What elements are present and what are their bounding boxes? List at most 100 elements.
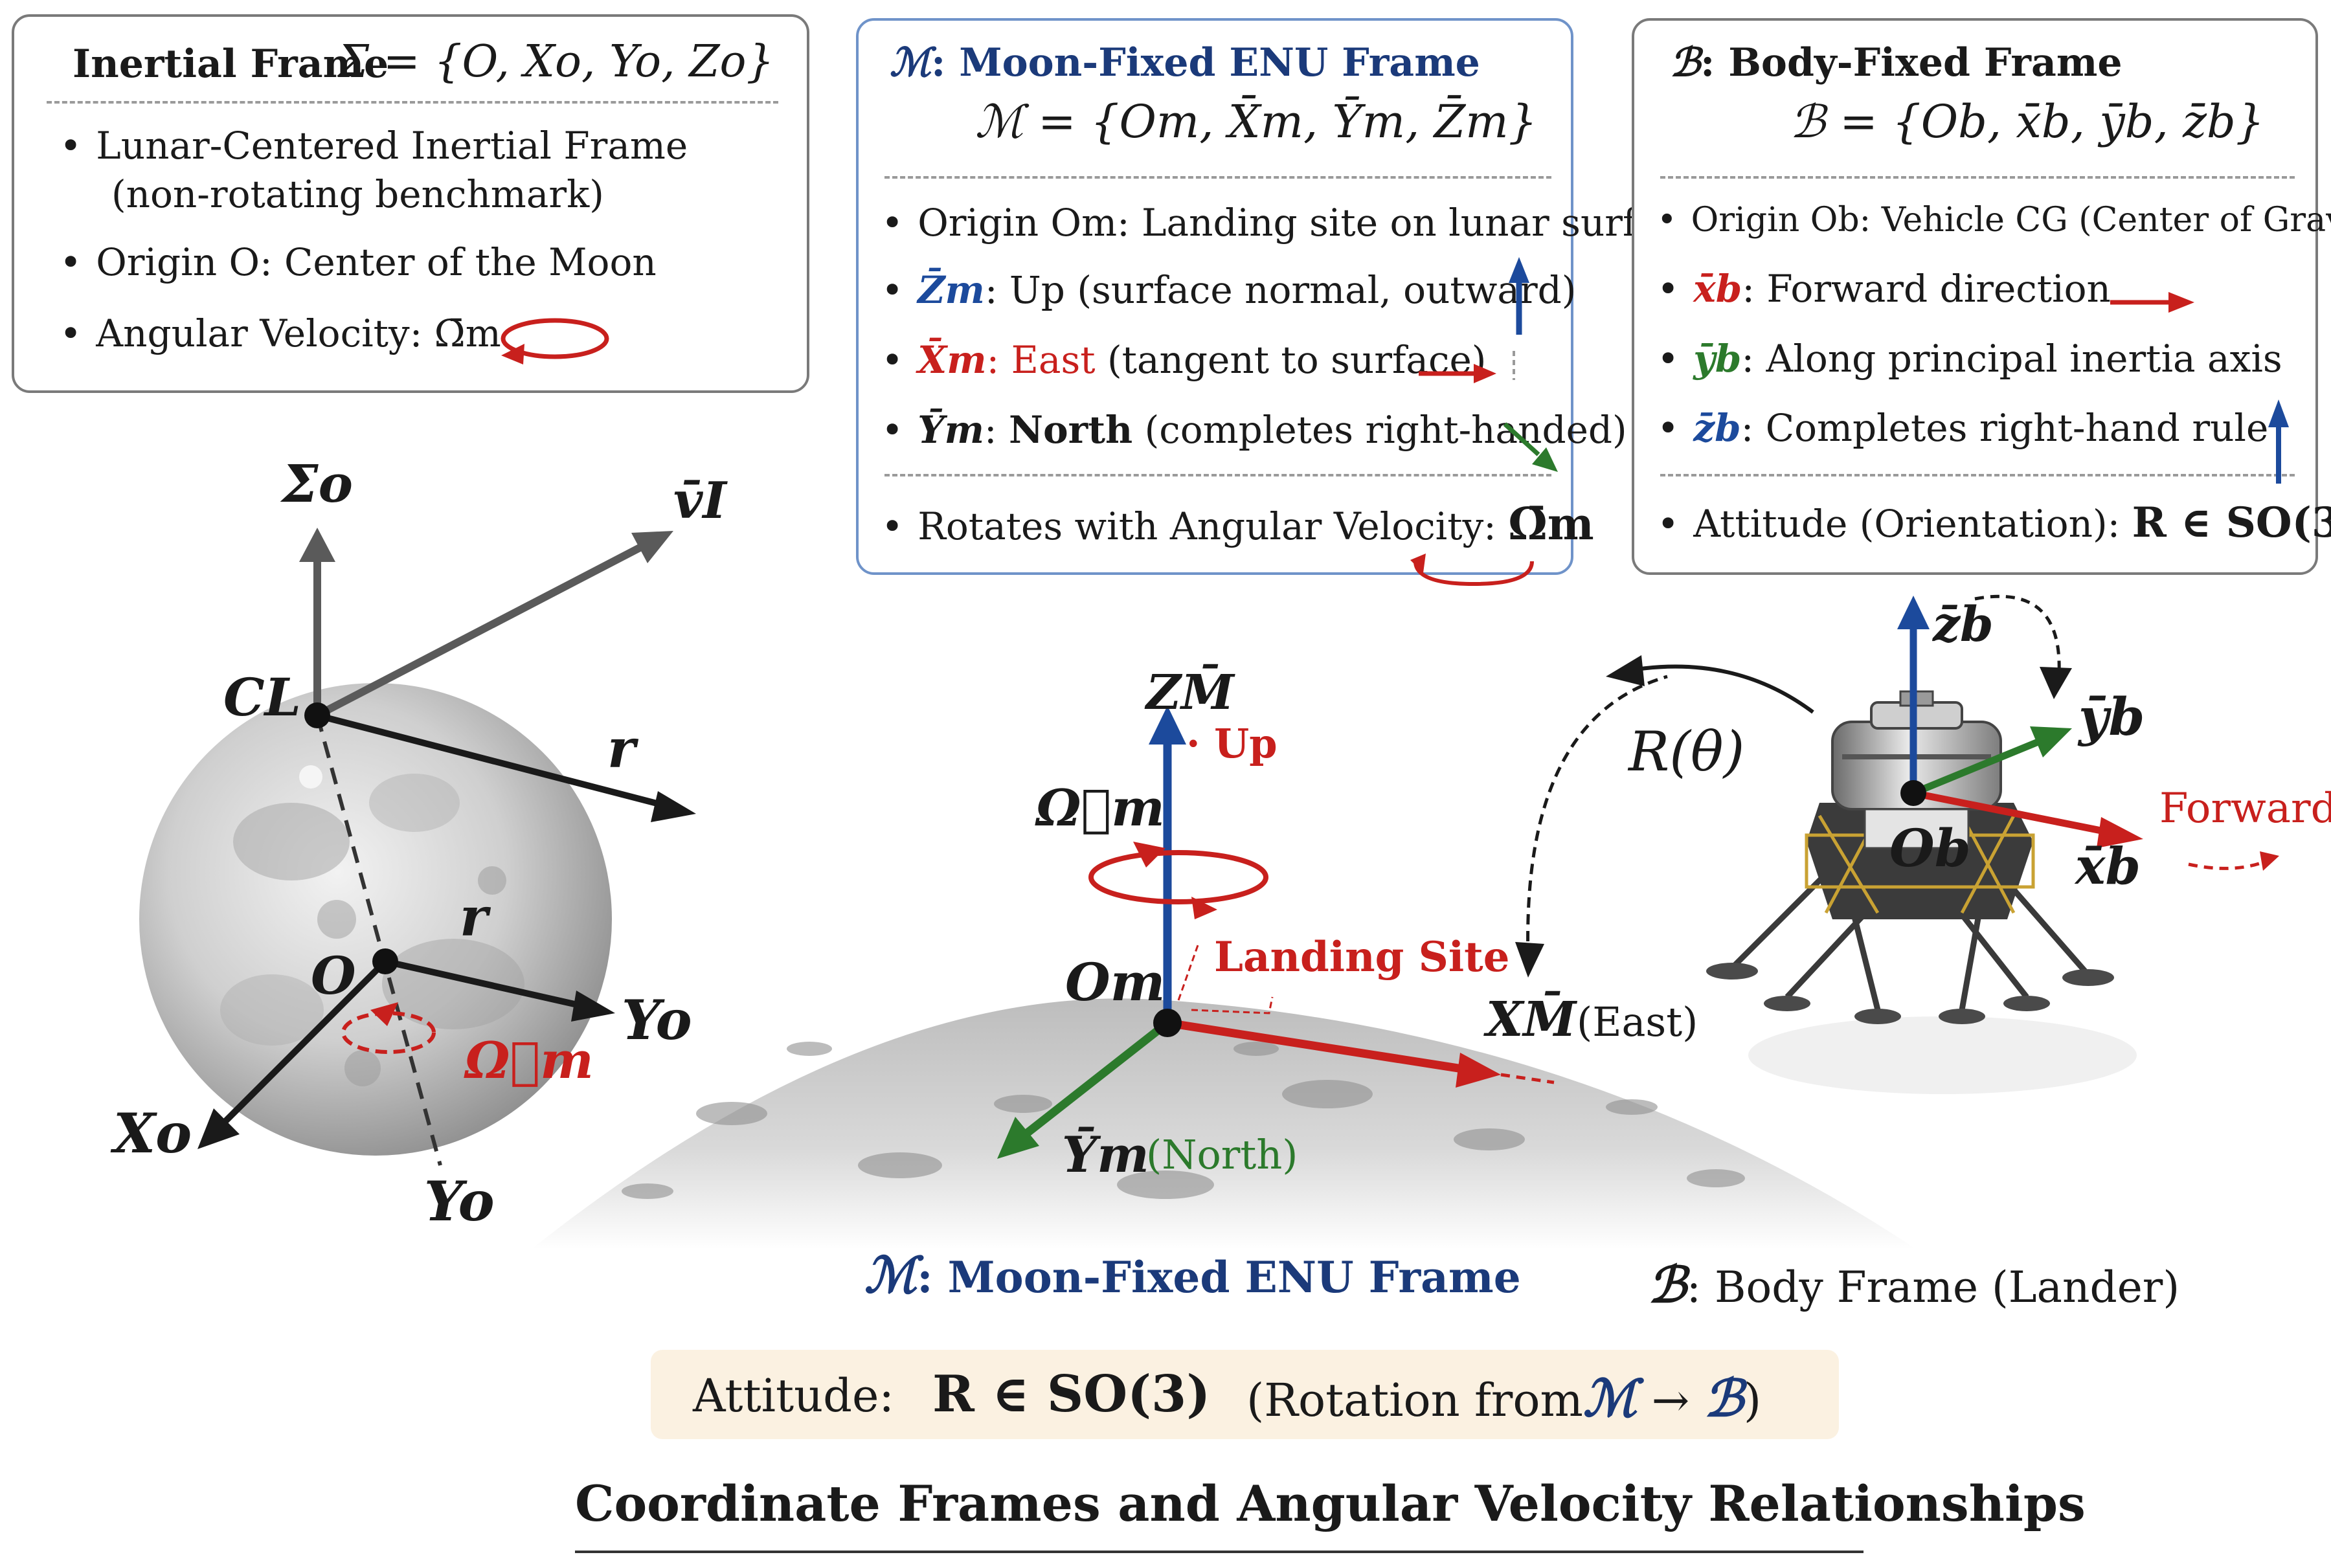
moon-sphere [139,683,612,1156]
x-axis-east [1166,1018,1468,1074]
rotation-curve-arrowhead [1606,655,1645,686]
inertial-frame-formula: Σ = {O, Xo, Yo, Zo} [338,36,774,87]
north-arrow-icon [1503,422,1558,472]
omega-rotation-ellipse [1088,850,1268,904]
figure-title: Coordinate Frames and Angular Velocity R… [575,1475,2086,1532]
omega-rotation-arrowhead [370,1002,398,1026]
moon-frame-caption: ℳ: Moon-Fixed ENU Frame [864,1246,1521,1304]
separator [1660,176,2295,179]
r-label-upper: r [607,718,639,780]
up-arrow-icon [2268,399,2289,484]
bullet-item: (non-rotating benchmark) [111,172,604,216]
lunar-surface [531,998,1917,1249]
up-arrow-icon [1509,257,1529,335]
inertial-frame-title: Inertial Frame [73,41,389,87]
east-arrow-icon [1419,351,1515,383]
bullet-z-up: •Z̄m: Up (surface normal, outward) [881,268,1577,312]
moon-frame-title: ℳ: Moon-Fixed ENU Frame [890,40,1480,85]
x-axis-arrowhead [1456,1053,1501,1088]
bullet-origin: •Origin Ob: Vehicle CG (Center of Gravit… [1657,201,2331,240]
origin-point [372,948,398,974]
inertial-frame-panel: Inertial Frame Σ = {O, Xo, Yo, Zo} •Luna… [12,14,809,393]
velocity-axis-arrowhead [631,531,673,563]
bullet-xb-forward: •x̄b: Forward direction [1657,267,2111,311]
yo-label-bottom: Yo [424,1169,495,1233]
body-fixed-frame-panel: ℬ: Body-Fixed Frame ℬ = {Ob, x̄b, ȳb, z̄… [1632,18,2331,575]
bullet-item: •Lunar-Centered Inertial Frame [60,124,688,168]
attitude-label: Attitude: [693,1369,895,1422]
bullet-item: •Origin O: Center of the Moon [60,240,657,284]
bullet-attitude: •Attitude (Orientation): R ∈ SO(3) [1657,498,2331,547]
rotation-arrow-icon [501,318,609,364]
body-frame-formula: ℬ = {Ob, x̄b, ȳb, z̄b} [1790,95,2265,148]
sigma-axis-arrowhead [299,528,335,562]
om-label: Om [1065,952,1165,1013]
origin-label: O [311,945,356,1006]
bullet-y-north: •Ȳm: North (completes right-handed) [881,408,1627,452]
forward-arrow-icon [2110,292,2194,313]
velocity-axis [315,543,643,719]
xo-label: Xo [110,1101,192,1165]
rotation-arrow-icon [1410,554,1534,587]
yo-axis-right [384,958,587,1010]
forward-dashed-arrow [2188,859,2267,870]
forward-label: Forward [2159,785,2331,833]
z-axis-label: ZM̄ [1144,664,1235,721]
omega-rotation-ellipse [341,1011,436,1054]
y-axis-north [1020,1019,1171,1140]
rotation-curve-arrowhead [1515,942,1544,978]
figure-title-underline [575,1551,1864,1553]
cl-point [304,702,330,728]
polar-axis-dashed [315,715,442,1166]
forward-dashed-arrowhead [2260,851,2279,871]
moon-fixed-frame-panel: ℳ: Moon-Fixed ENU Frame ℳ = {Om, X̄m, Ȳm… [856,18,1702,587]
lander-vehicle [1706,690,2137,1094]
attitude-box [651,1350,1839,1439]
x-axis-label: XM̄ [1483,991,1577,1047]
omega-rotation-arrowhead [1133,842,1166,868]
yo-label-right: Yo [622,988,692,1052]
zb-label: z̄b [1931,597,1994,653]
bullet-item: •Angular Velocity: Ω̄m [60,311,501,355]
ob-label: Ob [1889,818,1971,879]
y-axis-arrowhead [997,1117,1039,1159]
bullet-rotation: •Rotates with Angular Velocity: Ω̄m [881,498,1594,550]
separator [1660,474,2295,476]
zb-rotation-arrowhead [2040,667,2072,699]
attitude-note: (Rotation fromℳ → ℬ) [1246,1369,1762,1428]
yo-axis-right-arrowhead [571,991,615,1022]
x-axis-dashed-extension [1500,1073,1555,1084]
xb-axis [1912,789,2109,836]
yb-label: ȳb [2077,686,2145,747]
rotation-curve [1631,664,1814,714]
separator [884,176,1551,179]
landing-site-marker [1177,945,1274,1014]
surface-craters [622,1042,1745,1199]
velocity-label: v̄I [673,471,728,530]
bullet-zb-righthand: •z̄b: Completes right-hand rule [1657,406,2269,450]
separator [884,474,1551,476]
r-axis-upper-arrowhead [651,791,696,822]
zb-rotation-curve [1974,594,2061,674]
east-label: (East) [1577,998,1698,1046]
xb-label: x̄b [2074,837,2141,896]
ob-point [1900,780,1926,806]
y-axis-label: Ȳm [1062,1126,1149,1183]
omega-m-label: Ω⃗m [464,1031,594,1090]
attitude-math: R ∈ SO(3) [932,1365,1211,1424]
rotation-label: R(θ) [1627,720,1744,783]
cl-label: CL [223,667,301,728]
landing-site-label: Landing Site [1214,933,1509,981]
bullet-yb-inertia: •ȳb: Along principal inertia axis [1657,337,2282,381]
separator [47,101,778,104]
xb-axis-arrowhead [2097,817,2143,848]
sigma-label: Σo [280,453,353,514]
om-point [1153,1009,1182,1037]
zb-axis-arrowhead [1897,596,1930,629]
rotation-curve [1526,675,1668,959]
north-label: (North) [1146,1131,1298,1178]
omega-m-label: Ω⃗m [1035,779,1165,838]
bullet-origin: •Origin Om: Landing site on lunar surfac… [881,201,1702,245]
r-axis-upper [316,712,668,809]
